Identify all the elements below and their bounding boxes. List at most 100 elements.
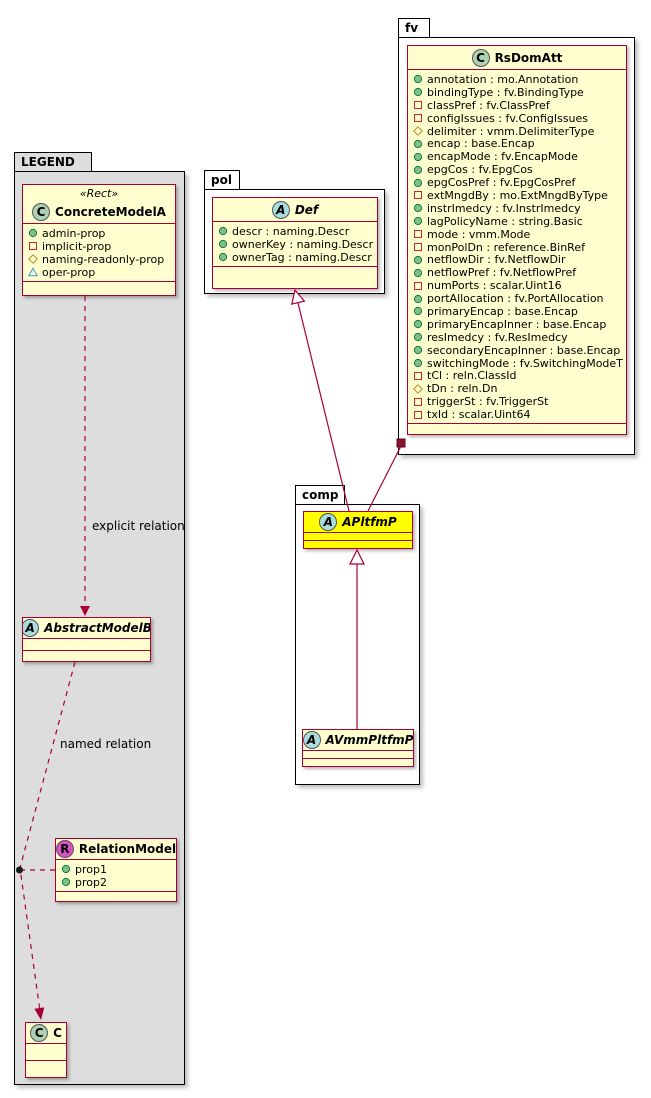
class-attribute-row: numPorts : scalar.Uint16	[413, 279, 622, 292]
class-header: R RelationModel	[56, 839, 176, 859]
compartment-divider	[23, 638, 150, 639]
attribute-text: admin-prop	[42, 226, 106, 240]
circle-visibility-icon	[61, 877, 71, 887]
class-name: ConcreteModelA	[55, 205, 166, 219]
attribute-text: portAllocation : fv.PortAllocation	[427, 292, 604, 306]
class-attribute-row: tCl : reln.ClassId	[413, 369, 622, 382]
class-spot-icon: A	[271, 201, 290, 219]
attribute-text: netflowPref : fv.NetflowPref	[427, 266, 577, 280]
attribute-text: extMngdBy : mo.ExtMngdByType	[427, 188, 608, 202]
attribute-text: oper-prop	[42, 265, 96, 279]
attribute-text: mode : vmm.Mode	[427, 227, 531, 241]
attribute-text: resImedcy : fv.ResImedcy	[427, 330, 568, 344]
methods-section	[26, 1061, 66, 1077]
class-attribute-row: prop1	[61, 863, 172, 876]
circle-visibility-icon	[218, 239, 228, 249]
class-attribute-row: epgCos : fv.EpgCos	[413, 163, 622, 176]
circle-visibility-icon	[413, 319, 423, 329]
attributes-section	[304, 533, 412, 540]
class-attribute-row: ownerTag : naming.Descr	[218, 251, 373, 264]
class-spot-icon: A	[23, 619, 40, 637]
compartment-divider	[26, 1060, 66, 1061]
square-visibility-icon	[413, 190, 423, 200]
circle-visibility-icon	[413, 152, 423, 162]
class-spot-icon: A	[319, 513, 338, 531]
class-spot-icon: R	[56, 840, 74, 858]
package-label: LEGEND	[21, 155, 75, 169]
package-label: fv	[405, 21, 419, 35]
diamond-visibility-icon	[28, 254, 38, 265]
class-name: C	[53, 1026, 62, 1040]
attributes-section	[303, 751, 413, 758]
class-attribute-row: delimiter : vmm.DelimiterType	[413, 125, 622, 138]
class-header: A AbstractModelB	[23, 618, 150, 638]
attribute-text: instrImedcy : fv.InstrImedcy	[427, 201, 581, 215]
compartment-divider	[56, 859, 176, 860]
circle-visibility-icon	[218, 226, 228, 236]
attribute-text: naming-readonly-prop	[42, 252, 165, 266]
compartment-divider	[213, 265, 377, 267]
class-name: RelationModel	[78, 842, 177, 856]
attribute-text: triggerSt : fv.TriggerSt	[427, 395, 549, 409]
attribute-text: netflowDir : fv.NetflowDir	[427, 253, 566, 267]
class-attribute-row: prop2	[61, 876, 172, 889]
circle-visibility-icon	[413, 294, 423, 304]
attribute-text: numPorts : scalar.Uint16	[427, 279, 562, 293]
circle-visibility-icon	[413, 306, 423, 316]
attribute-text: lagPolicyName : string.Basic	[427, 214, 583, 228]
methods-section	[304, 541, 412, 548]
class-name: RsDomAtt	[494, 51, 563, 65]
compartment-divider	[23, 223, 175, 224]
square-visibility-icon	[413, 397, 423, 407]
attribute-text: epgCos : fv.EpgCos	[427, 163, 533, 177]
attribute-text: secondaryEncapInner : base.Encap	[427, 343, 621, 357]
square-visibility-icon	[28, 241, 38, 251]
circle-visibility-icon	[413, 139, 423, 149]
diamond-visibility-icon	[413, 126, 423, 136]
methods-section	[23, 282, 175, 295]
attribute-text: monPolDn : reference.BinRef	[427, 240, 585, 254]
compartment-divider	[23, 280, 175, 282]
class-attribute-row: descr : naming.Descr	[218, 225, 373, 238]
compartment-divider	[304, 532, 412, 533]
attribute-text: primaryEncapInner : base.Encap	[427, 317, 607, 331]
class-name: Def	[294, 203, 319, 217]
class-attribute-row: naming-readonly-prop	[28, 253, 171, 266]
attribute-text: descr : naming.Descr	[232, 224, 350, 238]
methods-section	[23, 651, 150, 662]
relation-edge-apltfmp-rsdomatt	[367, 445, 402, 512]
compartment-divider	[213, 221, 377, 222]
attribute-text: ownerTag : naming.Descr	[232, 250, 372, 264]
square-visibility-icon	[413, 410, 423, 420]
circle-visibility-icon	[413, 165, 423, 175]
circle-visibility-icon	[413, 74, 423, 84]
circle-visibility-icon	[28, 228, 38, 238]
class-name: AbstractModelB	[44, 621, 151, 635]
class-attribute-row: netflowPref : fv.NetflowPref	[413, 266, 622, 279]
class-attribute-row: triggerSt : fv.TriggerSt	[413, 395, 622, 408]
class-spot-icon: C	[32, 203, 51, 221]
compartment-divider	[303, 758, 413, 759]
square-visibility-icon	[413, 371, 423, 381]
class-attribute-row: encap : base.Encap	[413, 137, 622, 150]
class-header: C C	[26, 1023, 66, 1043]
methods-section	[303, 759, 413, 766]
class-attribute-row: resImedcy : fv.ResImedcy	[413, 331, 622, 344]
class-attribute-row: lagPolicyName : string.Basic	[413, 215, 622, 228]
square-visibility-icon	[413, 229, 423, 239]
attribute-text: tCl : reln.ClassId	[427, 369, 517, 383]
circle-visibility-icon	[413, 345, 423, 355]
attribute-text: classPref : fv.ClassPref	[427, 98, 550, 112]
methods-section	[56, 892, 176, 901]
attribute-text: primaryEncap : base.Encap	[427, 304, 578, 318]
class-attribute-row: switchingMode : fv.SwitchingModeT	[413, 357, 623, 370]
class-attribute-row: tDn : reln.Dn	[413, 382, 622, 395]
class-name: AVmmPltfmP	[325, 733, 414, 747]
